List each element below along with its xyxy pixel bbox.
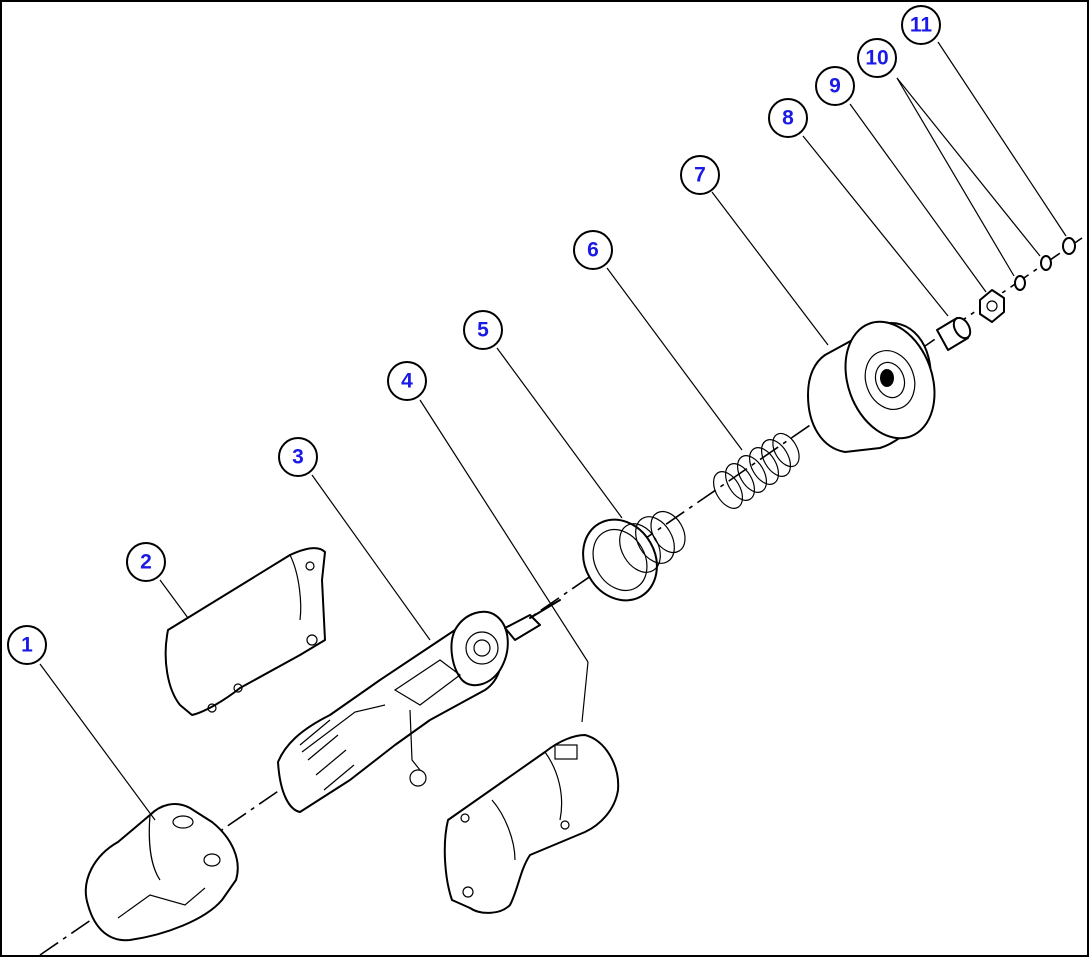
- part-2-upper-cover: [164, 547, 326, 716]
- callout-9: 9: [815, 66, 855, 106]
- callout-3: 3: [278, 437, 318, 477]
- callout-7-label: 7: [694, 164, 706, 187]
- part-8-bushing: [936, 316, 972, 351]
- part-10-washers: [1014, 255, 1052, 291]
- callout-6: 6: [573, 230, 613, 270]
- part-4-half-shroud: [443, 734, 620, 914]
- callout-11: 11: [901, 5, 941, 45]
- callout-2: 2: [126, 542, 166, 582]
- callout-1: 1: [7, 625, 47, 665]
- callout-7: 7: [680, 155, 720, 195]
- part-7-drum: [807, 320, 936, 453]
- part-11-cap-nut: [1062, 237, 1076, 255]
- callout-11-label: 11: [910, 14, 933, 37]
- callout-4: 4: [387, 361, 427, 401]
- callout-8: 8: [768, 98, 808, 138]
- callout-10: 10: [857, 38, 897, 78]
- part-5-spring-seat: [582, 510, 686, 602]
- callout-5-label: 5: [477, 319, 489, 342]
- part-3-column-body: [277, 599, 561, 813]
- callout-1-label: 1: [21, 634, 33, 657]
- callout-4-label: 4: [401, 370, 413, 393]
- part-1-lower-cover: [84, 803, 239, 942]
- leader-lines: [39, 41, 1067, 821]
- callout-9-label: 9: [829, 75, 841, 98]
- part-9-nut: [979, 289, 1005, 323]
- callout-3-label: 3: [292, 446, 304, 469]
- callout-8-label: 8: [782, 107, 794, 130]
- part-6-spring: [712, 432, 800, 509]
- callout-2-label: 2: [140, 551, 152, 574]
- callout-6-label: 6: [587, 239, 599, 262]
- callout-10-label: 10: [865, 47, 888, 70]
- callout-5: 5: [463, 310, 503, 350]
